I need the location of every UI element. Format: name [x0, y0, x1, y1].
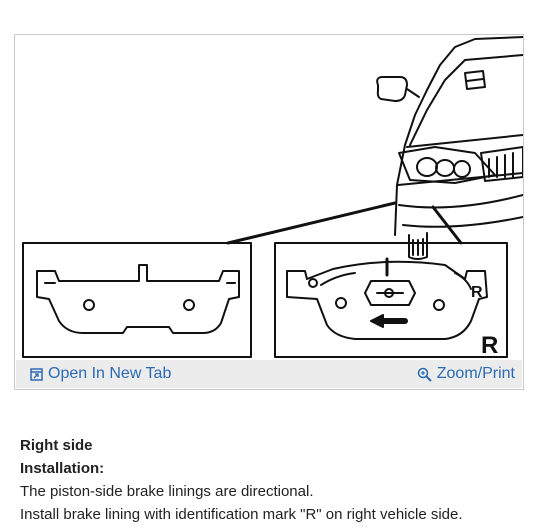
open-new-tab-label: Open In New Tab	[48, 365, 172, 382]
brake-pad-right	[286, 257, 488, 340]
box-r-label: R	[481, 332, 498, 359]
detail-box-right	[274, 242, 508, 358]
section-heading: Right side	[20, 437, 93, 454]
leader-line-left	[226, 201, 397, 245]
car-front-drawing	[376, 36, 523, 260]
zoom-print-link[interactable]: Zoom/Print	[417, 364, 515, 384]
brake-pad-illustration: R R	[22, 36, 523, 359]
section-subheading: Installation:	[20, 460, 105, 477]
instruction-line-2: Install brake lining with identification…	[20, 506, 463, 523]
magnifier-plus-icon	[417, 367, 432, 382]
detail-box-left	[22, 242, 252, 358]
instruction-line-1: The piston-side brake linings are direct…	[20, 483, 314, 500]
brake-pad-left	[36, 264, 240, 334]
leader-line-right	[431, 205, 463, 245]
pad-r-mark: R	[471, 284, 483, 301]
figure-container: R R Open In New Tab Zoom/Print	[14, 34, 524, 390]
zoom-print-label: Zoom/Print	[436, 365, 515, 382]
instruction-text: Right side Installation: The piston-side…	[20, 434, 463, 526]
open-new-tab-link[interactable]: Open In New Tab	[30, 364, 171, 384]
open-new-tab-icon	[30, 367, 43, 381]
figure-toolbar: Open In New Tab Zoom/Print	[16, 360, 522, 388]
